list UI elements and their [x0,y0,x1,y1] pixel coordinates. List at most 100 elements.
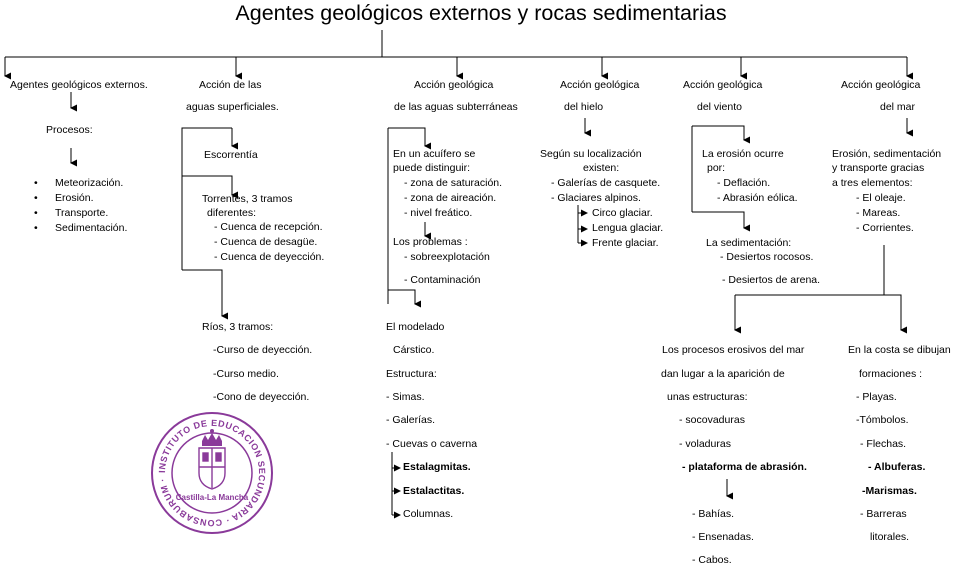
seal-ring-text: INSTITUTO DE EDUCACION SECUNDARIA · CONS… [150,411,267,528]
col4-alpinos-item: Frente glaciar. [592,237,659,249]
col6-item: - Corrientes. [856,222,914,234]
col3-estructura-item: - Simas. [386,391,425,403]
col3-cueva-item: Columnas. [403,508,454,520]
col6-item: - Mareas. [856,207,901,219]
costa-last: litorales. [870,531,910,543]
col3-arrow-modelado [388,289,421,308]
col2-arrow-torrentes [182,175,238,199]
procesos-sub-item: - Ensenadas. [692,531,754,543]
col1-procesos-label: Procesos: [46,124,93,136]
procesos-line: Los procesos erosivos del mar [662,344,805,356]
col5-arrow-sedimentacion [692,211,750,232]
col5-erosion-item: - Abrasión eólica. [717,192,798,204]
col2-torrentes-item: - Cuenca de desagüe. [214,236,318,248]
col1-item: Transporte. [55,207,109,219]
col3-cueva-item: Estalagmitas. [403,461,471,473]
col2-rios-item: -Cono de deyección. [213,391,310,403]
col6-arrow-costa [884,294,907,334]
col4-alpinos-item: Lengua glaciar. [592,222,664,234]
col2-torrentes-line2: diferentes: [207,207,257,219]
col3-acuifero-item: - nivel freático. [404,207,473,219]
costa-item: - Barreras [860,508,907,520]
col3-modelado-line2: Cárstico. [393,344,435,356]
crown-icon [202,429,222,446]
col4-loc-item: - Galerías de casquete. [551,177,661,189]
col3-modelado-line1: El modelado [386,321,445,333]
col1-header: Agentes geológicos externos. [10,79,148,91]
procesos-sub-item: - Cabos. [692,554,732,566]
costa-line1: En la costa se dibujan [848,344,951,356]
seal-center-label: Castilla-La Mancha [176,493,249,502]
col4-loc-item: - Glaciares alpinos. [551,192,641,204]
col6-item: - El oleaje. [856,192,906,204]
col5-erosion-item: - Deflación. [717,177,771,189]
col3-problemas-item: - Contaminación [404,274,481,286]
costa-item: - Flechas. [860,438,907,450]
costa-item: - Playas. [856,391,897,403]
col3-cueva-item: Estalactitas. [403,485,465,497]
col3-acuifero-line1: En un acuífero se [393,148,476,160]
col6-text-line: y transporte gracias [832,162,925,174]
col2-escorrentia: Escorrentía [204,149,258,161]
col3-acuifero-line2: puede distinguir: [393,162,471,174]
col6-text-line: a tres elementos: [832,177,913,189]
col5-sed-item: - Desiertos rocosos. [720,251,814,263]
col3-header-line1: Acción geológica [414,79,494,91]
col1-item: Meteorización. [55,177,124,189]
procesos-sub-item: - Bahías. [692,508,735,520]
col4-loc-line1: Según su localización [540,148,642,160]
col3-acuifero-item: - zona de saturación. [404,177,503,189]
bullet-icon: • [34,192,38,204]
col3-estructura-item: - Cuevas o caverna [386,438,478,450]
procesos-item: - plataforma de abrasión. [682,461,807,473]
col1-item: Erosión. [55,192,94,204]
col2-header-line1: Acción de las [199,79,262,91]
institute-seal: INSTITUTO DE EDUCACION SECUNDARIA · CONS… [150,411,273,534]
col3-estructura-item: - Galerías. [386,414,436,426]
costa-line2: formaciones : [859,368,923,380]
diagram-title: Agentes geológicos externos y rocas sedi… [235,1,727,25]
procesos-item: - voladuras [679,438,731,450]
col2-rios-item: -Curso de deyección. [213,344,313,356]
col6-header-line2: del mar [880,101,916,113]
col2-rios-item: -Curso medio. [213,368,279,380]
col3-arrow-acuifero [388,127,431,150]
costa-item: - Albuferas. [868,461,926,473]
col2-bracket [181,127,232,270]
col2-rios: Ríos, 3 tramos: [202,321,274,333]
costa-item: -Tómbolos. [856,414,909,426]
col5-erosion-line2: por: [707,162,726,174]
col2-torrentes-line1: Torrentes, 3 tramos [202,193,293,205]
col2-header-line2: aguas superficiales. [186,101,279,113]
coat-of-arms-shield-icon [198,447,226,490]
col5-header-line1: Acción geológica [683,79,763,91]
col5-sedimentacion: La sedimentación: [706,237,792,249]
col3-acuifero-item: - zona de aireación. [404,192,497,204]
procesos-item: - socovaduras [679,414,745,426]
col2-torrentes-item: - Cuenca de recepción. [214,221,323,233]
col3-estructura: Estructura: [386,368,437,380]
bullet-icon: • [34,207,38,219]
col4-alpinos-item: Circo glaciar. [592,207,653,219]
col2-arrow-rios [182,269,228,320]
col3-header-line2: de las aguas subterráneas [394,101,518,113]
col6-header-line1: Acción geológica [841,79,921,91]
procesos-line: unas estructuras: [667,391,748,403]
col2-torrentes-item: - Cuenca de deyección. [214,251,325,263]
col6-text-line: Erosión, sedimentación [832,148,942,160]
col4-header-line2: del hielo [564,101,604,113]
col5-arrow-erosion [692,125,750,144]
col5-header-line2: del viento [697,101,742,113]
col1-item: Sedimentación. [55,222,128,234]
col4-header-line1: Acción geológica [560,79,640,91]
costa-item: -Marismas. [862,485,917,497]
bullet-icon: • [34,177,38,189]
col3-problemas-item: - sobreexplotación [404,251,490,263]
col4-loc-line2: existen: [583,162,620,174]
bullet-icon: • [34,222,38,234]
col5-sed-item: - Desiertos de arena. [722,274,821,286]
col5-erosion-line1: La erosión ocurre [702,148,784,160]
procesos-line: dan lugar a la aparición de [661,368,785,380]
col3-problemas: Los problemas : [393,236,468,248]
